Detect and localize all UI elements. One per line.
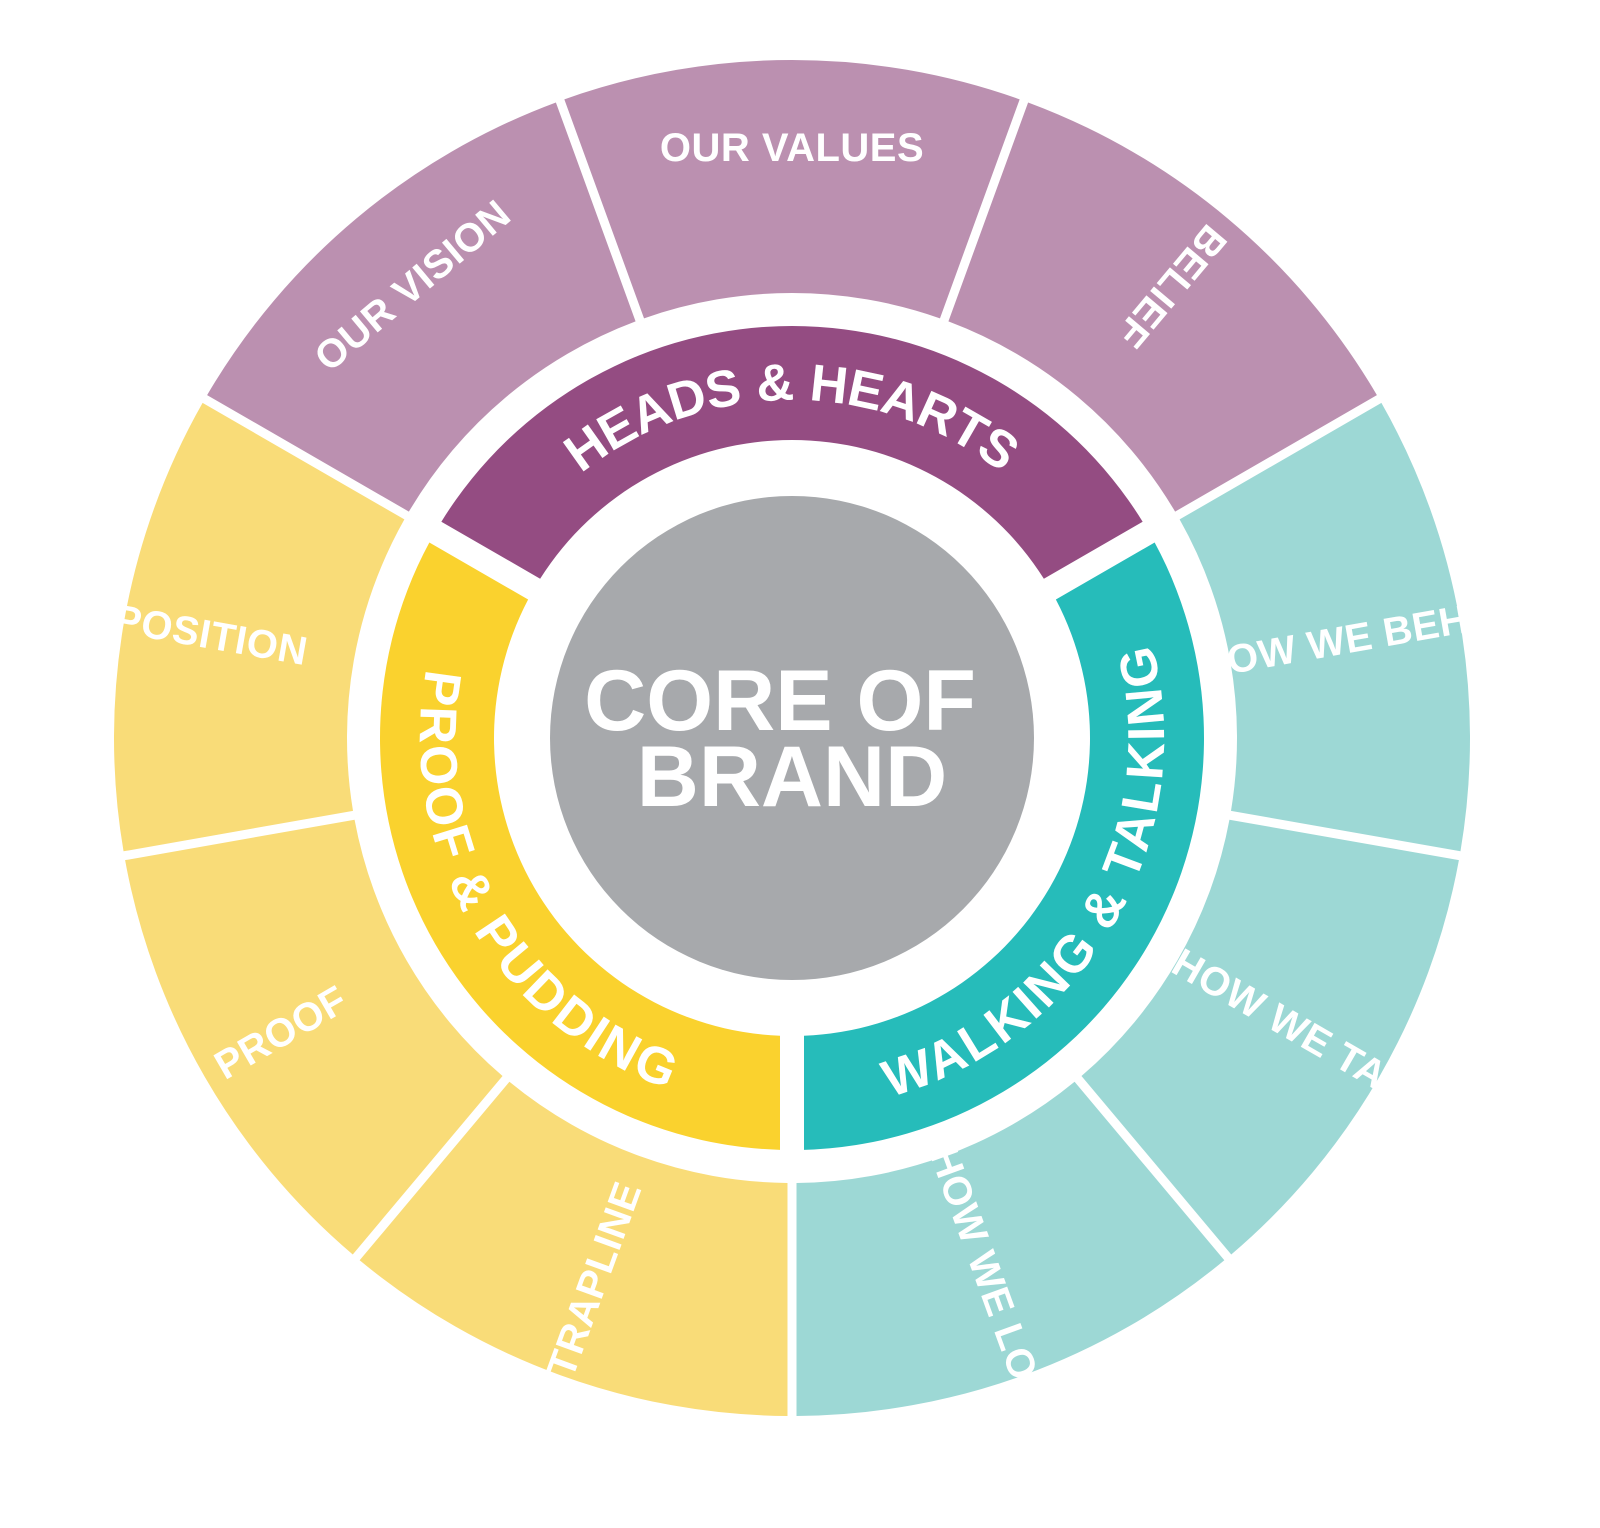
segment-our-vision	[207, 102, 636, 512]
core-circle	[550, 496, 1034, 980]
core-label-line-2: BRAND	[637, 729, 948, 825]
segment-how-we-talk	[1081, 819, 1459, 1255]
segment-our-values	[564, 59, 1020, 319]
ring-heads-and-hearts	[441, 326, 1143, 579]
segment-position	[113, 402, 405, 852]
inner-ring	[379, 326, 1205, 1150]
segment-strapline	[359, 1081, 788, 1416]
outer-ring	[113, 59, 1471, 1416]
segment-how-we-behave	[1179, 402, 1471, 852]
segment-how-we-look	[796, 1081, 1225, 1416]
segment-proof	[125, 819, 503, 1255]
segment-belief	[948, 102, 1377, 512]
core-label: CORE OF BRAND	[584, 653, 1000, 825]
segment-label-our-values: OUR VALUES	[660, 126, 924, 170]
ring-walking-and-talking	[804, 542, 1205, 1150]
core-label-line-1: CORE OF	[584, 653, 976, 749]
ring-proof-and-pudding	[379, 542, 780, 1150]
